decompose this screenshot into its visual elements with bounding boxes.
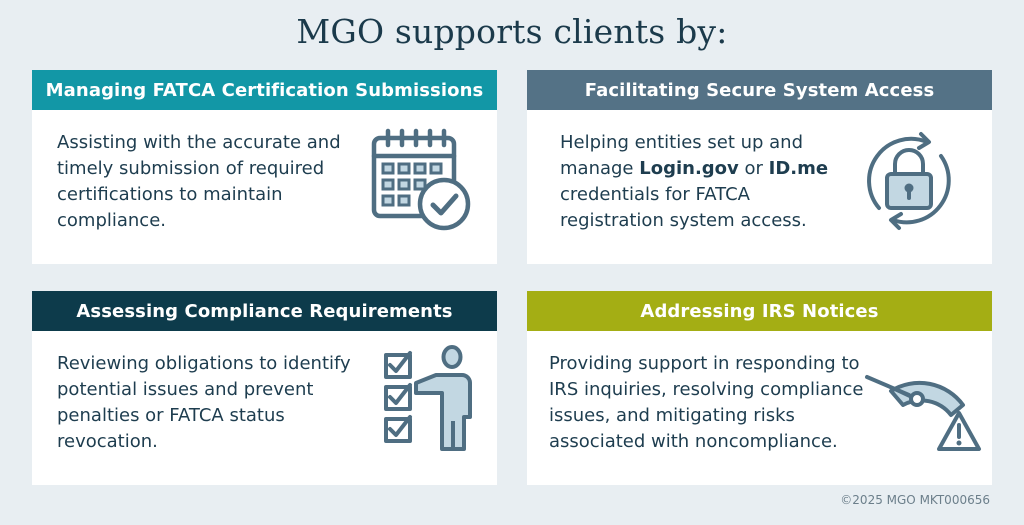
card-body: Helping entities set up and manage Login… xyxy=(527,110,992,264)
card-managing-fatca: Managing FATCA Certification Submissions… xyxy=(32,70,497,264)
card-header: Assessing Compliance Requirements xyxy=(32,291,497,331)
card-description: Assisting with the accurate and timely s… xyxy=(57,132,341,231)
lock-refresh-icon xyxy=(867,132,951,230)
card-secure-access: Facilitating Secure System Access Helpin… xyxy=(527,70,992,264)
card-header: Managing FATCA Certification Submissions xyxy=(32,70,497,110)
checklist-person-icon xyxy=(384,345,472,451)
login-gov-text: Login.gov xyxy=(639,158,739,179)
card-body: Providing support in responding to IRS i… xyxy=(527,331,992,485)
id-me-text: ID.me xyxy=(768,158,829,179)
copyright-footer: ©2025 MGO MKT000656 xyxy=(840,493,990,507)
gauge-warning-icon xyxy=(865,375,981,451)
card-description: Reviewing obligations to identify potent… xyxy=(57,353,351,452)
card-description: Helping entities set up and manage Login… xyxy=(560,132,829,231)
card-assessing-compliance: Assessing Compliance Requirements Review… xyxy=(32,291,497,485)
page-title: MGO supports clients by: xyxy=(296,12,728,51)
card-header: Addressing IRS Notices xyxy=(527,291,992,331)
card-body: Reviewing obligations to identify potent… xyxy=(32,331,497,485)
card-description: Providing support in responding to IRS i… xyxy=(549,353,864,452)
card-body: Assisting with the accurate and timely s… xyxy=(32,110,497,264)
card-irs-notices: Addressing IRS Notices Providing support… xyxy=(527,291,992,485)
calendar-check-icon xyxy=(371,128,471,231)
card-header: Facilitating Secure System Access xyxy=(527,70,992,110)
